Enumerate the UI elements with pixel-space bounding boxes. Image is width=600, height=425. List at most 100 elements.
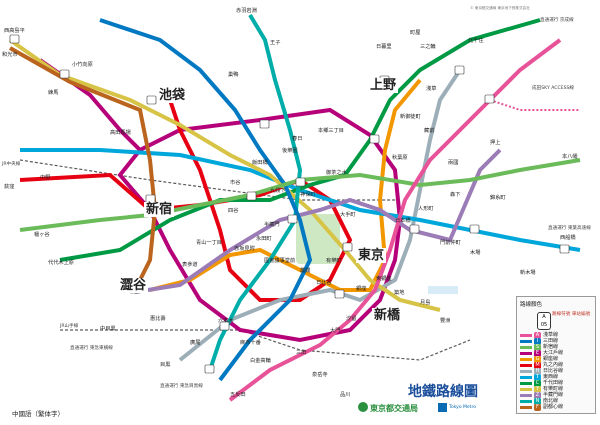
note-jr-chuo: JR中央線 xyxy=(2,162,21,167)
note-jr-yamanote: JR山手線 xyxy=(60,324,79,329)
station-ebisu: 惠比壽 xyxy=(150,316,166,322)
station-kokkai: 國會議事堂前 xyxy=(264,258,296,264)
station-kudanshita: 九段下 xyxy=(270,188,286,194)
copyright-text: © 東京都交通局 東京地下鉄株式会社 xyxy=(470,6,530,10)
note-tozai-direction: 直通運行 東葉高速線 xyxy=(548,226,591,231)
legend-color-swatch xyxy=(520,400,532,403)
station-omotesando: 表參道 xyxy=(182,262,198,268)
map-title: 地鐵路線圖 xyxy=(408,384,478,400)
station-shinkiba: 新木場 xyxy=(520,270,536,276)
legend-line-name: 半藏門線 xyxy=(543,392,564,398)
language-label: 中國語（繁体字） xyxy=(12,410,64,418)
station-kinshicho: 錦糸町 xyxy=(490,195,506,201)
legend-color-swatch xyxy=(520,382,532,385)
station-ochanomizu: 御茶之水 xyxy=(326,170,347,176)
hub-ueno: 上野 xyxy=(368,78,399,93)
legend-title: 路線顏色 xyxy=(520,302,543,308)
legend-line-code: E xyxy=(534,350,541,357)
station-code-sample: A 05 xyxy=(537,312,551,330)
station-kasuga: 春日 xyxy=(292,136,303,142)
station-shiodome: 汐留 xyxy=(346,316,357,322)
mita-line xyxy=(99,18,313,382)
legend-color-swatch xyxy=(520,370,532,373)
station-akasaka: 赤坂見附 xyxy=(234,246,255,252)
oedo-line xyxy=(117,107,403,343)
station-sengakuji: 泉岳寺 xyxy=(312,372,328,378)
note-asakusa-direction: 直通運行 京成線 xyxy=(540,18,574,23)
ginza-line xyxy=(149,78,422,292)
station-kasumigaseki: 霞關 xyxy=(300,268,311,274)
station-azabu: 麻布十番 xyxy=(240,340,261,346)
station-gotanda: 五反田 xyxy=(230,392,246,398)
station-kuramae: 藏前 xyxy=(424,128,435,134)
legend-line-code: Z xyxy=(534,392,541,399)
station-nakameguro: 中目黒 xyxy=(100,326,116,332)
legend-color-swatch xyxy=(520,364,532,367)
station-toyosu: 豐洲 xyxy=(440,318,451,324)
legend-color-swatch xyxy=(520,358,532,361)
tozai-line xyxy=(20,148,581,252)
legend-line-code: C xyxy=(534,380,541,387)
legend-line-code: I xyxy=(534,338,541,345)
station-hanzomon: 半藏門 xyxy=(264,222,280,228)
legend-color-swatch xyxy=(520,352,532,355)
legend-line-name: 丸之內線 xyxy=(543,362,564,368)
station-yotsuya: 四谷 xyxy=(228,208,239,214)
station-nishitakashimadaira: 西高島平 xyxy=(4,28,25,34)
hanzomon-line xyxy=(134,148,502,294)
legend-line-code: G xyxy=(534,356,541,363)
yurakucho-line xyxy=(8,38,441,312)
legend-color-swatch xyxy=(520,406,532,409)
station-hatagaya: 幡ヶ谷 xyxy=(34,232,50,238)
hibiya-line xyxy=(178,68,462,362)
legend-line-name: 新宿線 xyxy=(543,344,559,350)
jr-line-south xyxy=(60,329,471,361)
legend-color-swatch xyxy=(520,340,532,343)
station-mita: 三田 xyxy=(296,350,307,356)
station-otemachi: 大手町 xyxy=(340,212,356,218)
station-tsukishima: 月島 xyxy=(420,300,431,306)
station-morishita: 森下 xyxy=(450,192,461,198)
station-nishifunabashi: 西船橋 xyxy=(560,235,576,241)
station-daimon: 大門 xyxy=(330,328,341,334)
legend-line-code: N xyxy=(534,398,541,405)
marunouchi-line xyxy=(19,99,353,302)
station-kiba: 木場 xyxy=(470,250,481,256)
station-akabane: 赤羽岩淵 xyxy=(236,8,257,14)
legend-line-name: 淺草線 xyxy=(543,332,559,338)
station-nippori: 日暮里 xyxy=(376,44,392,50)
legend-color-swatch xyxy=(520,334,532,337)
legend-line-name: 南北線 xyxy=(543,398,559,404)
legend-line-name: 東西線 xyxy=(543,374,559,380)
station-yoyogi-uehara: 代代木上原 xyxy=(48,260,74,266)
legend-line-name: 三田線 xyxy=(543,338,559,344)
legend-line-name: 副都心線 xyxy=(543,404,564,410)
asakusa-line xyxy=(228,38,562,402)
legend-line-code: T xyxy=(534,374,541,381)
hub-shinbashi: 新橋 xyxy=(372,308,403,323)
station-shinagawa: 品川 xyxy=(340,392,351,398)
station-ningyocho: 人形町 xyxy=(418,206,434,212)
station-hibiya: 日比谷 xyxy=(316,280,332,286)
station-yurakucho: 有樂町 xyxy=(326,258,342,264)
station-monzen: 門前仲町 xyxy=(440,240,461,246)
station-sugamo: 巢鴨 xyxy=(228,72,239,78)
water-area xyxy=(428,286,458,294)
station-machiya: 町屋 xyxy=(410,30,421,36)
legend-line-code: H xyxy=(534,368,541,375)
legend-line-name: 大江戶線 xyxy=(543,350,564,356)
asakusa-branch xyxy=(489,99,580,111)
tokyo-metro-name: Tokyo Metro xyxy=(449,405,476,410)
tokyo-metro-logo-icon xyxy=(438,403,447,412)
station-hiroo: 廣尾 xyxy=(190,340,201,346)
legend-color-swatch xyxy=(520,388,532,391)
station-aoyama: 青山一丁目 xyxy=(196,240,222,246)
legend-line-code: F xyxy=(534,404,541,411)
station-takadanobaba: 高田馬場 xyxy=(110,130,131,136)
note-fukutoshin-direction: 直通運行 東急東橫線 xyxy=(70,346,113,351)
station-ogikubo: 荻窪 xyxy=(4,184,15,190)
legend-line-code: Y xyxy=(534,386,541,393)
station-wako: 和光市 xyxy=(2,52,18,58)
station-minowa: 三之輪 xyxy=(420,44,436,50)
